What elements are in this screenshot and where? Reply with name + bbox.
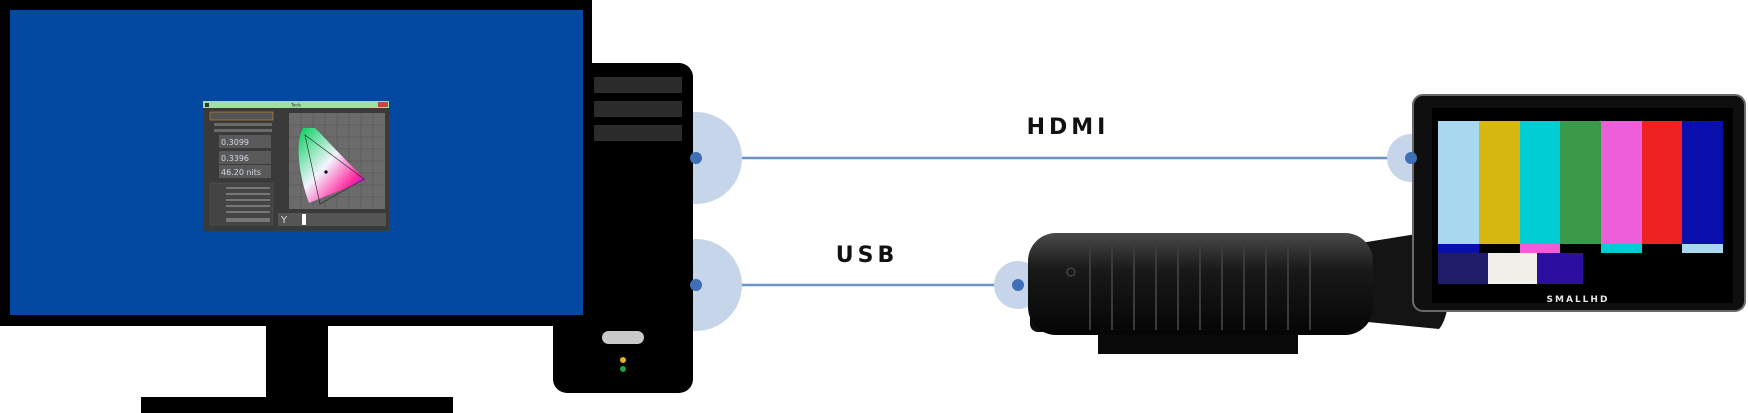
white-point-marker — [324, 170, 328, 174]
hdmi-port-dot-pc — [690, 152, 702, 164]
window-titlebar — [203, 101, 389, 108]
y-value-box — [219, 151, 271, 164]
usb-label: USB — [836, 243, 898, 268]
pluge-bars — [1438, 253, 1723, 284]
color-bars — [1438, 121, 1723, 244]
y-value: 0.3396 — [221, 154, 249, 163]
target-gamut-triangle — [304, 134, 365, 205]
calibration-software-window: Tools 0.3099 0.3396 46.20 nits — [203, 101, 389, 231]
hdmi-port-dot-monitor — [1405, 152, 1417, 164]
reverse-bars — [1438, 244, 1723, 253]
monitor-brand: SMALLHD — [1547, 295, 1610, 305]
luminance-value: 46.20 nits — [221, 168, 261, 177]
x-value-box — [219, 135, 271, 148]
field-monitor-icon: SMALLHD — [1412, 94, 1746, 312]
usb-port-dot-probe — [1012, 279, 1024, 291]
colorimeter-probe-icon — [1028, 231, 1450, 354]
window-title: Tools — [290, 103, 301, 108]
x-value: 0.3099 — [221, 138, 249, 147]
hdmi-label: HDMI — [1027, 115, 1110, 140]
graph-label: Y — [280, 215, 288, 226]
graph-label-box — [278, 213, 386, 226]
luminance-value-box — [219, 165, 271, 178]
usb-port-dot-pc — [690, 279, 702, 291]
